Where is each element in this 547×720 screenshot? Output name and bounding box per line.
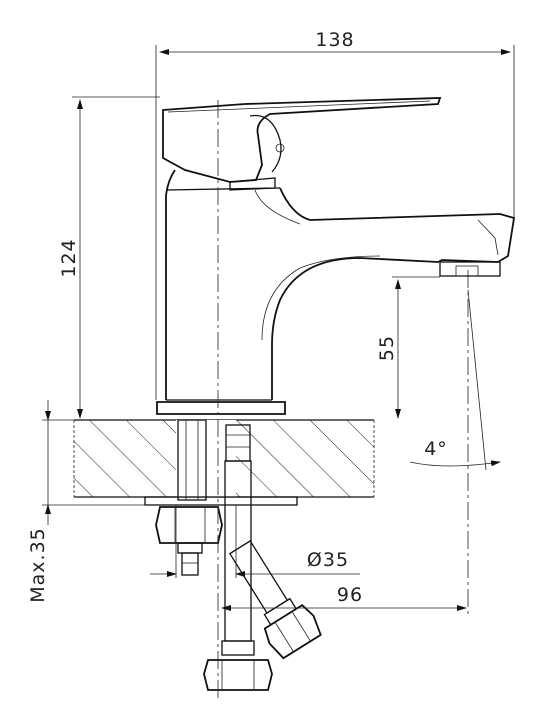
faucet-body — [156, 97, 516, 415]
spout-height-label: 55 — [376, 335, 398, 361]
dimension-max-thickness: Max.35 — [27, 400, 145, 603]
dimension-angle: 4° — [409, 289, 501, 471]
countertop-section — [73, 419, 375, 498]
hole-diameter-label: Ø35 — [307, 549, 349, 571]
dimension-spout-reach: 96 — [221, 584, 467, 611]
width-label: 138 — [315, 29, 354, 51]
max-thickness-label: Max.35 — [27, 527, 49, 603]
angle-label: 4° — [424, 438, 448, 460]
dimension-width: 138 — [155, 29, 515, 400]
dimension-spout-height: 55 — [376, 276, 440, 419]
height-label: 124 — [58, 238, 80, 277]
spout-reach-label: 96 — [337, 584, 363, 606]
dimension-hole-diameter: Ø35 — [150, 505, 360, 578]
dimension-height: 124 — [58, 96, 160, 419]
